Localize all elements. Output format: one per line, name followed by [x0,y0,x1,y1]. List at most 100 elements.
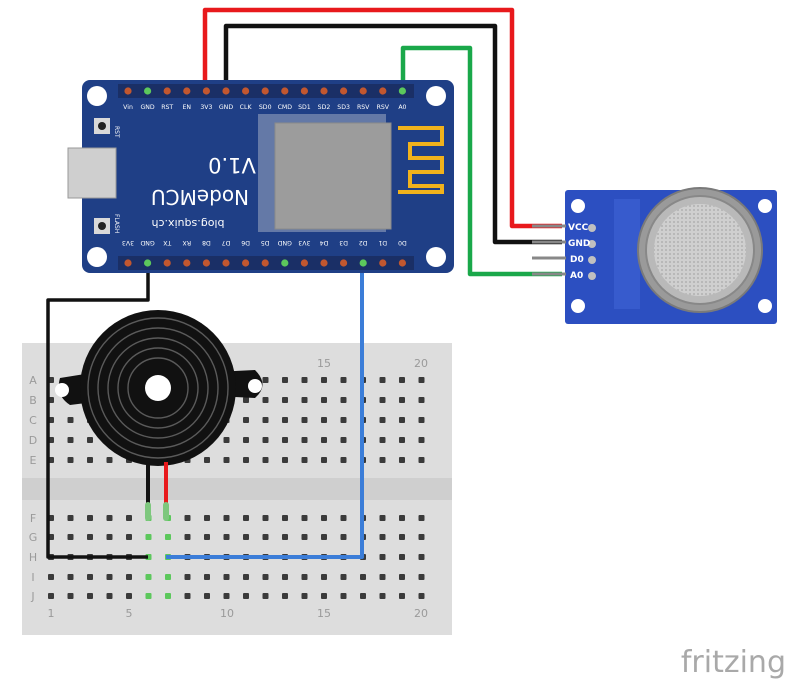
breadboard-hole [321,515,327,521]
breadboard-hole [418,515,425,521]
breadboard-hole [126,534,132,540]
breadboard-hole [340,417,347,423]
row-label-d: D [29,434,37,447]
nodemcu-top-pin [359,87,367,95]
nodemcu-top-pin [398,87,406,95]
row-label-c: C [29,414,37,427]
nodemcu-bottom-pin [398,259,406,267]
nodemcu-top-pin-label: CLK [240,104,253,111]
nodemcu-bottom-pin-label: D2 [359,239,368,246]
col-number-15-top: 15 [317,357,331,370]
breadboard-hole [379,593,386,599]
nodemcu-top-pin-label: SD0 [259,104,272,111]
nodemcu-bottom-pin [222,259,230,267]
breadboard-hole [106,534,113,540]
breadboard-hole [399,534,405,540]
breadboard-hole [418,457,425,463]
nodemcu-bottom-pin-label: GND [140,239,154,246]
breadboard-hole [418,397,425,403]
breadboard-hole [399,417,405,423]
breadboard-hole [399,377,405,383]
breadboard-hole [399,554,405,560]
wire-vcc [202,7,562,229]
nodemcu-top-pin [300,87,308,95]
breadboard-hole [106,574,113,580]
breadboard-hole [282,574,288,580]
breadboard-hole [145,534,152,540]
breadboard-hole [282,593,288,599]
piezo-buzzer [55,310,263,521]
breadboard-hole [223,437,230,443]
breadboard-hole [418,574,425,580]
breadboard-hole [321,397,327,403]
col-number-1: 1 [48,607,55,620]
breadboard-hole [87,457,93,463]
breadboard-hole [321,574,327,580]
nodemcu-bottom-pin-label: D8 [202,239,211,246]
nodemcu-top-pin [242,87,250,95]
nodemcu-top-pin-label: Vin [123,104,133,111]
breadboard-hole [301,397,308,403]
breadboard-hole [379,574,386,580]
breadboard-hole [321,457,327,463]
nodemcu-top-pin-label: RSV [377,104,390,111]
breadboard-hole [145,574,152,580]
breadboard-hole [418,377,425,383]
breadboard-hole [418,534,425,540]
col-number-5: 5 [126,607,133,620]
nodemcu-top-pin-label: SD3 [337,104,350,111]
breadboard-hole [126,515,132,521]
breadboard-hole [282,534,288,540]
breadboard-hole [204,457,210,463]
nodemcu-bottom-pin-label: D5 [261,239,270,246]
breadboard-hole [340,397,347,403]
breadboard-hole [106,515,113,521]
breadboard-hole [282,397,288,403]
nodemcu-bottom-pin [242,259,250,267]
breadboard-hole [340,457,347,463]
nodemcu-bottom-pin-label: RX [182,239,191,246]
breadboard-hole [106,593,113,599]
breadboard-hole [223,593,230,599]
breadboard-hole [379,437,386,443]
breadboard-hole [223,457,230,463]
row-label-g: G [29,531,38,544]
nodemcu-bottom-pin-label: GND [277,239,291,246]
breadboard-hole [262,515,269,521]
fritzing-watermark: fritzing [681,645,786,680]
breadboard-hole [340,515,347,521]
breadboard-hole [262,377,269,383]
breadboard-hole [87,515,93,521]
breadboard-hole [340,574,347,580]
breadboard-hole [321,437,327,443]
wire-d2 [166,265,364,559]
breadboard-hole [262,534,269,540]
breadboard-hole [223,515,230,521]
breadboard-hole [87,437,93,443]
wire-a0 [400,45,562,277]
nodemcu-top-pin [124,87,132,95]
nodemcu-url: blog.squix.ch [151,217,224,230]
breadboard-hole [262,593,269,599]
nodemcu-bottom-pin [379,259,387,267]
breadboard-hole [165,534,171,540]
nodemcu-bottom-pin [340,259,348,267]
breadboard-hole [184,574,191,580]
nodemcu-bottom-pin [300,259,308,267]
breadboard-hole [67,457,74,463]
breadboard-hole [282,457,288,463]
breadboard-hole [204,515,210,521]
gas-sensor-module: VCC GND D0 A0 [532,187,777,324]
sensor-pin-vcc: VCC [568,223,589,233]
breadboard-hole [204,534,210,540]
breadboard-hole [87,534,93,540]
nodemcu-bottom-pin-label: D7 [222,239,231,246]
nodemcu-top-pin-label: SD2 [318,104,331,111]
breadboard-hole [87,593,93,599]
breadboard-hole [399,593,405,599]
col-number-20-top: 20 [414,357,428,370]
breadboard-hole [399,457,405,463]
